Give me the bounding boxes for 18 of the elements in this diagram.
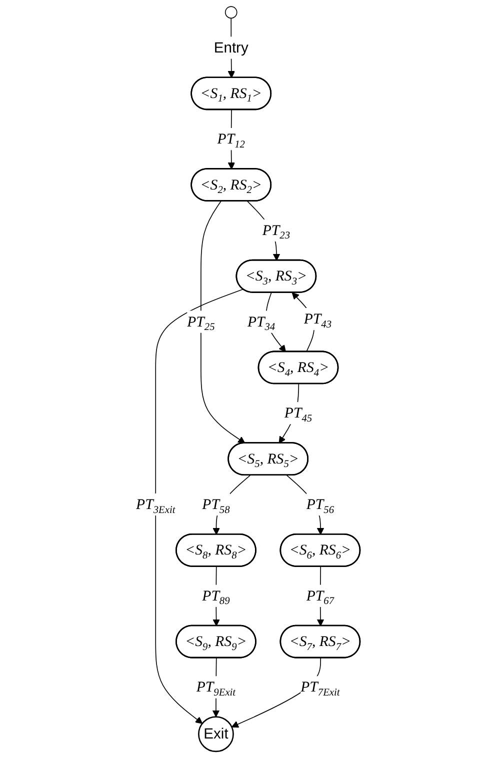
edge-label: PT$_{45}$ — [284, 404, 312, 424]
edge-label: PT$_{23}$ — [262, 222, 290, 242]
edge-label: PT$_{89}$ — [202, 587, 230, 607]
edge-label: PT$_{9Exit}$ — [196, 678, 236, 698]
edge-label: PT$_{12}$ — [217, 130, 245, 150]
edge-label: PT$_{56}$ — [306, 496, 334, 516]
node-circle — [224, 6, 238, 19]
edge-label: PT$_{3Exit}$ — [136, 496, 176, 516]
arrow — [200, 200, 246, 444]
edge-label: PT$_{58}$ — [202, 496, 230, 516]
arrow — [155, 288, 244, 724]
edge-label: PT$_{67}$ — [306, 587, 334, 607]
edge-label: Entry — [214, 39, 248, 56]
edge-label: PT$_{25}$ — [187, 313, 215, 333]
node-circle: Exit — [198, 716, 234, 752]
edge-label: PT$_{7Exit}$ — [300, 678, 340, 698]
edge-label: PT$_{34}$ — [247, 313, 276, 333]
edge-label: PT$_{43}$ — [304, 310, 332, 330]
